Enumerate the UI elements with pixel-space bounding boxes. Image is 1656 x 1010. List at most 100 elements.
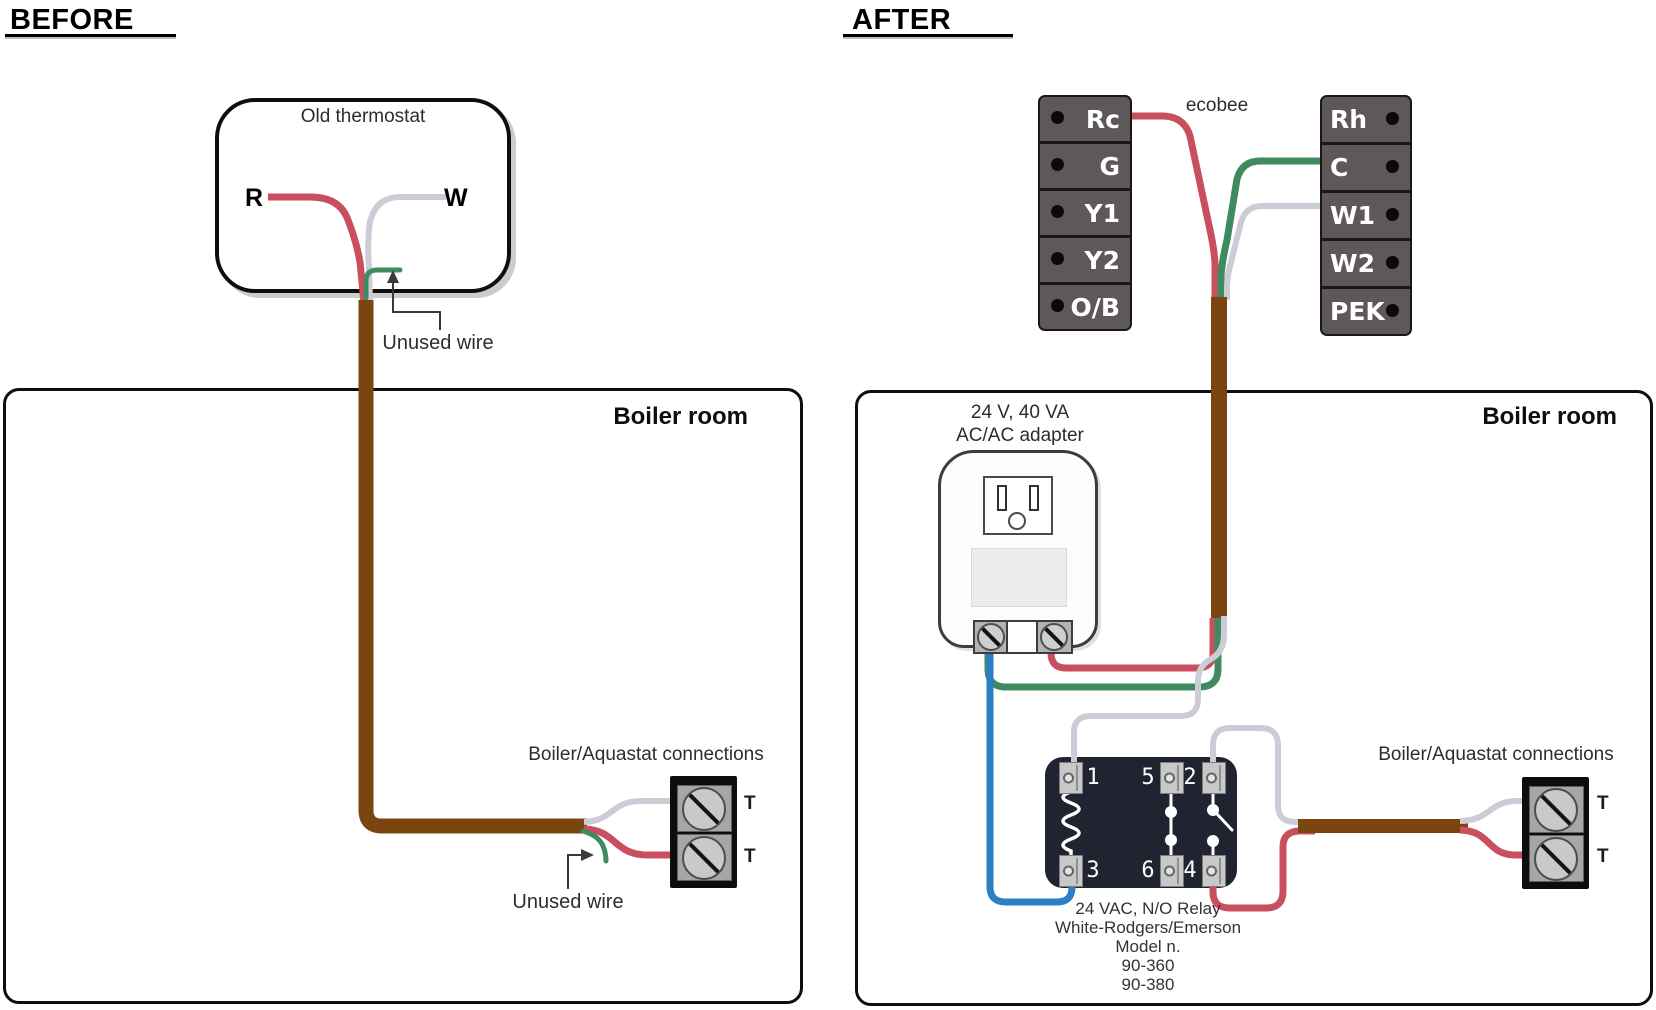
screw-terminal-t-top [682, 787, 726, 831]
terminal-label-rc: Rc [1085, 104, 1120, 134]
pin-hole-icon [1063, 772, 1074, 784]
red-wire-rc [1122, 112, 1219, 300]
t-label-after-bottom: T [1597, 846, 1609, 867]
relay-pin-2 [1202, 762, 1226, 794]
old-thermostat-label: Old thermostat [300, 106, 426, 127]
relay-pin-label-4: 4 [1183, 858, 1197, 883]
relay-pin-label-5: 5 [1141, 765, 1155, 790]
boiler-room-label-before: Boiler room [613, 403, 748, 430]
ecobee-left-terminal-strip: Rc G Y1 Y2 O/B [1038, 95, 1132, 331]
terminal-dot-g [1051, 158, 1064, 171]
connections-label-after: Boiler/Aquastat connections [1378, 744, 1614, 765]
terminal-row-w1: W1 [1322, 193, 1410, 241]
before-title-underline [5, 34, 176, 37]
screw-terminal-t-top [1534, 788, 1578, 832]
unused-wire-bottom-label: Unused wire [512, 891, 624, 913]
pin-hole-icon [1206, 772, 1217, 784]
green-wire-c [1217, 157, 1326, 300]
pin-hole-icon [1164, 865, 1175, 877]
terminal-w-label: W [444, 184, 468, 212]
terminal-label-pek: PEK [1330, 297, 1385, 326]
relay-caption-line: White-Rodgers/Emerson [1054, 918, 1242, 937]
unused-wire-top-label: Unused wire [382, 332, 494, 354]
pin-hole-icon [1206, 865, 1217, 877]
t-label-before-bottom: T [744, 846, 756, 867]
pin-line-icon [1177, 765, 1179, 791]
terminal-row-w2: W2 [1322, 241, 1410, 289]
boiler-terminal-block-after [1522, 777, 1589, 889]
relay-caption-line: 90-360 [1121, 956, 1175, 975]
pin-line-icon [1076, 765, 1078, 791]
adapter-label-plate [971, 548, 1067, 607]
before-title: BEFORE [10, 4, 134, 36]
terminal-label-ob: O/B [1070, 292, 1120, 322]
connections-label-before: Boiler/Aquastat connections [528, 744, 764, 765]
terminal-dot-ob [1051, 299, 1064, 312]
ecobee-right-terminal-strip: Rh C W1 W2 PEK [1320, 95, 1412, 336]
screw-slot-icon [685, 839, 723, 877]
terminal-dot-c [1386, 160, 1399, 173]
adapter-screw-right [1040, 623, 1068, 651]
adapter-screw-left [977, 623, 1005, 651]
terminal-dot-rh [1386, 112, 1399, 125]
outlet-slot-right [1029, 485, 1039, 511]
boiler-room-label-after: Boiler room [1482, 403, 1617, 430]
t-label-after-top: T [1597, 793, 1609, 814]
terminal-dot-pek [1386, 304, 1399, 317]
relay-caption-line: 24 VAC, N/O Relay [1075, 899, 1221, 918]
adapter-center-block [1006, 620, 1040, 654]
pin-line-icon [1076, 858, 1078, 884]
terminal-row-rh: Rh [1322, 97, 1410, 145]
terminal-label-g: G [1099, 151, 1120, 181]
t-label-before-top: T [744, 793, 756, 814]
terminal-row-rc: Rc [1040, 97, 1130, 144]
relay-pin-label-3: 3 [1086, 858, 1100, 883]
terminal-label-rh: Rh [1330, 105, 1368, 134]
terminal-label-y2: Y2 [1084, 245, 1121, 275]
terminal-label-y1: Y1 [1084, 198, 1121, 228]
adapter-caption-line1: 24 V, 40 VA [970, 402, 1070, 423]
terminal-dot-w2 [1386, 256, 1399, 269]
terminal-label-w2: W2 [1330, 249, 1375, 278]
outlet-ground-hole [1008, 512, 1026, 530]
terminal-row-g: G [1040, 144, 1130, 191]
terminal-label-c: C [1330, 153, 1349, 182]
screw-slot-icon [1042, 625, 1066, 649]
boiler-terminal-block-before [670, 776, 737, 888]
terminal-row-c: C [1322, 145, 1410, 193]
relay-pin-4 [1202, 855, 1226, 887]
pin-hole-icon [1164, 772, 1175, 784]
screw-terminal-t-bottom [682, 836, 726, 880]
terminal-r-label: R [245, 184, 264, 212]
terminal-dot-y2 [1051, 252, 1064, 265]
pin-line-icon [1219, 858, 1221, 884]
screw-slot-icon [685, 790, 723, 828]
pin-line-icon [1219, 765, 1221, 791]
terminal-row-y2: Y2 [1040, 238, 1130, 285]
relay-pin-3 [1059, 855, 1083, 887]
outlet-slot-left [997, 485, 1007, 511]
after-title-underline [843, 34, 1013, 37]
terminal-row-y1: Y1 [1040, 191, 1130, 238]
screw-slot-icon [1537, 791, 1575, 829]
boiler-room-box-before [3, 388, 803, 1004]
terminal-dot-rc [1051, 111, 1064, 124]
relay-pin-1 [1059, 762, 1083, 794]
relay-pin-label-6: 6 [1141, 858, 1155, 883]
pin-hole-icon [1063, 865, 1074, 877]
terminal-label-w1: W1 [1330, 201, 1375, 230]
relay-caption: 24 VAC, N/O Relay White-Rodgers/Emerson … [1023, 899, 1273, 994]
after-title: AFTER [852, 4, 952, 36]
terminal-row-ob: O/B [1040, 285, 1130, 329]
relay-pin-label-2: 2 [1183, 765, 1197, 790]
terminal-dot-w1 [1386, 208, 1399, 221]
terminal-dot-y1 [1051, 205, 1064, 218]
adapter-caption-line2: AC/AC adapter [956, 425, 1084, 446]
ecobee-label: ecobee [1185, 95, 1249, 116]
relay-caption-line: Model n. [1115, 937, 1181, 956]
screw-terminal-t-bottom [1534, 837, 1578, 881]
screw-slot-icon [1537, 840, 1575, 878]
pin-line-icon [1177, 858, 1179, 884]
relay-pin-label-1: 1 [1086, 765, 1100, 790]
